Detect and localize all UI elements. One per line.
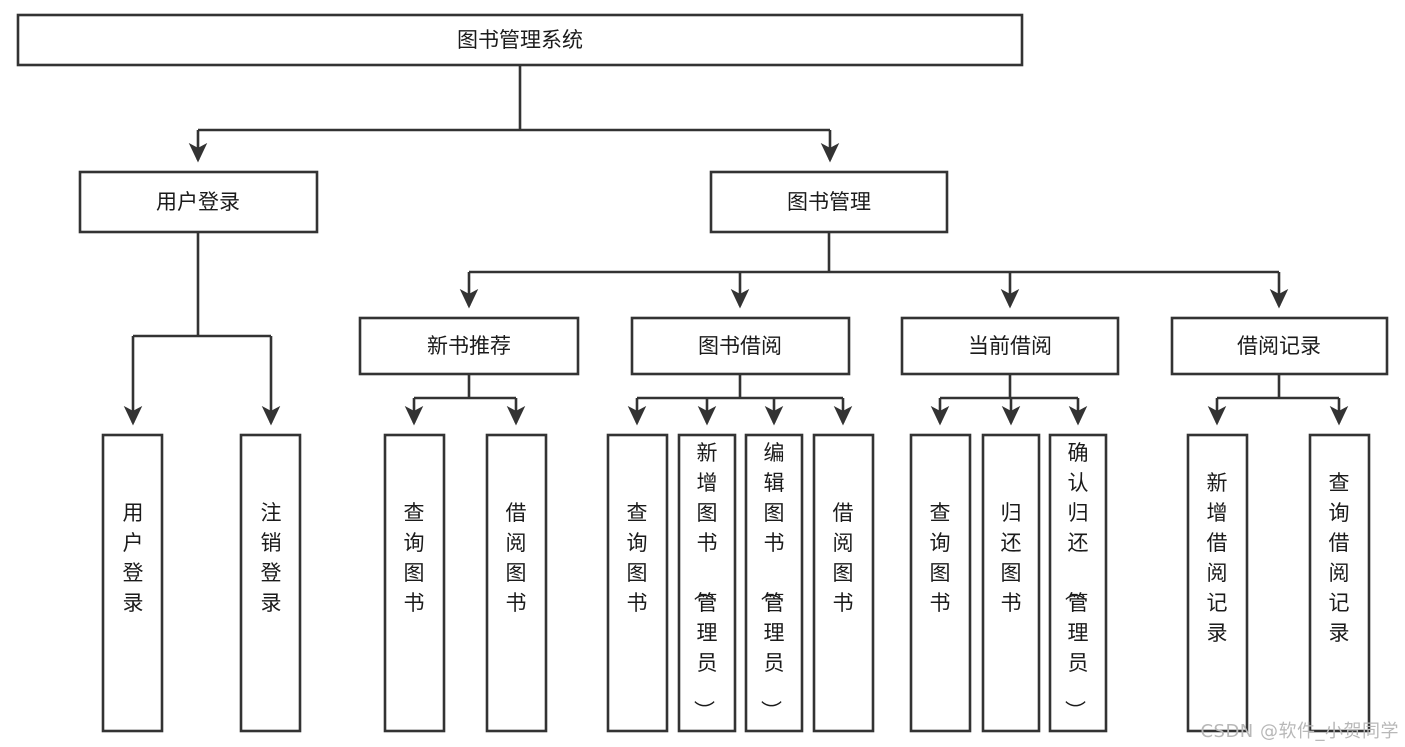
leaf-node[interactable]: 新增借阅记录 — [1186, 433, 1249, 733]
leaf-node[interactable]: 新增图书（管理员） — [677, 433, 737, 733]
leaf-edit-book-admin-box — [744, 433, 804, 733]
leaf-search-borrow-record-box — [1308, 433, 1371, 733]
node-user-login-label: 用户登录 — [156, 190, 240, 214]
leaf-add-book-admin-box — [677, 433, 737, 733]
edge-book-management-to-level3 — [459, 232, 1289, 309]
leaf-search-book-borrow-label: 查询图书 — [627, 501, 648, 615]
node-root[interactable]: 图书管理系统 — [16, 13, 1024, 67]
leaf-node[interactable]: 借阅图书 — [485, 433, 548, 733]
edge-user-login-to-leaves — [123, 232, 281, 426]
leaf-add-borrow-record-label: 新增借阅记录 — [1207, 471, 1228, 645]
leaf-node[interactable]: 确认归还（管理员） — [1048, 433, 1108, 733]
leaf-borrow-book-rec-box — [485, 433, 548, 733]
leaf-node[interactable]: 查询借阅记录 — [1308, 433, 1371, 733]
leaf-node[interactable]: 查询图书 — [909, 433, 972, 733]
node-book-management-label: 图书管理 — [787, 190, 871, 214]
node-borrow-record[interactable]: 借阅记录 — [1170, 316, 1389, 376]
node-root-label: 图书管理系统 — [457, 28, 583, 52]
leaf-node[interactable]: 归还图书 — [981, 433, 1041, 733]
node-borrow-record-label: 借阅记录 — [1237, 334, 1321, 358]
node-root-box — [16, 13, 1024, 67]
leaf-node[interactable]: 用户登录 — [101, 433, 164, 733]
node-current-borrow-label: 当前借阅 — [968, 334, 1052, 358]
node-book-borrow[interactable]: 图书借阅 — [630, 316, 851, 376]
leaf-add-borrow-record-box — [1186, 433, 1249, 733]
node-new-book-recommend-box — [358, 316, 580, 376]
leaf-borrow-book-rec-label: 借阅图书 — [506, 501, 527, 615]
leaf-node[interactable]: 查询图书 — [383, 433, 446, 733]
leaf-borrow-book-borrow-box — [812, 433, 875, 733]
leaf-logout-label: 注销登录 — [261, 501, 282, 615]
node-user-login-box — [78, 170, 319, 234]
edge-borrow-record-to-leaves — [1207, 374, 1349, 426]
leaf-node[interactable]: 查询图书 — [606, 433, 669, 733]
leaf-borrow-book-borrow-label: 借阅图书 — [833, 501, 854, 615]
leaf-search-book-current-label: 查询图书 — [930, 501, 951, 615]
leaf-return-book-label: 归还图书 — [1001, 501, 1022, 615]
leaf-search-book-borrow-box — [606, 433, 669, 733]
leaf-search-book-rec-label: 查询图书 — [404, 501, 425, 615]
edge-root-to-level2 — [188, 65, 840, 163]
leaf-user-login-box — [101, 433, 164, 733]
leaf-return-book-box — [981, 433, 1041, 733]
node-new-book-recommend[interactable]: 新书推荐 — [358, 316, 580, 376]
leaf-node[interactable]: 注销登录 — [239, 433, 302, 733]
leaf-logout-box — [239, 433, 302, 733]
leaf-confirm-return-admin-label: 确认归还（管理员） — [1063, 441, 1089, 721]
node-current-borrow[interactable]: 当前借阅 — [900, 316, 1120, 376]
leaf-node[interactable]: 借阅图书 — [812, 433, 875, 733]
leaf-edit-book-admin-label: 编辑图书（管理员） — [759, 441, 785, 721]
node-book-borrow-label: 图书借阅 — [698, 334, 782, 358]
leaf-add-book-admin-label: 新增图书（管理员） — [692, 441, 718, 721]
leaf-user-login-label: 用户登录 — [123, 501, 144, 615]
node-book-management[interactable]: 图书管理 — [709, 170, 949, 234]
edge-new-book-recommend-to-leaves — [404, 374, 526, 426]
edge-current-borrow-to-leaves — [930, 374, 1088, 426]
leaf-search-book-current-box — [909, 433, 972, 733]
csdn-watermark: CSDN @软件_小贺同学 — [1200, 721, 1399, 742]
leaf-confirm-return-admin-box — [1048, 433, 1108, 733]
leaf-node[interactable]: 编辑图书（管理员） — [744, 433, 804, 733]
edge-book-borrow-to-leaves — [627, 374, 853, 426]
leaf-search-book-rec-box — [383, 433, 446, 733]
leaf-search-borrow-record-label: 查询借阅记录 — [1329, 471, 1350, 645]
node-user-login[interactable]: 用户登录 — [78, 170, 319, 234]
node-new-book-recommend-label: 新书推荐 — [427, 334, 511, 358]
node-current-borrow-box — [900, 316, 1120, 376]
